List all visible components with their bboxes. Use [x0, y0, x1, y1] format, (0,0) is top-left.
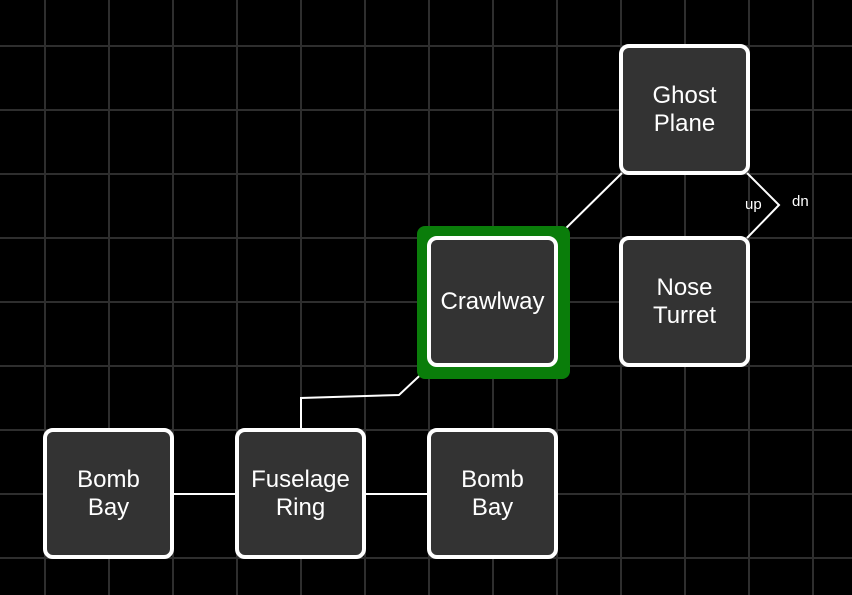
node-label-line: Fuselage [251, 465, 350, 493]
edge-crawlway-fuselage-ring[interactable] [300, 364, 432, 430]
node-label: Nose Turret [653, 274, 716, 330]
edge-label-dn: dn [792, 193, 809, 210]
node-label-line: Bay [87, 493, 130, 521]
node-label: Ghost Plane [652, 82, 716, 138]
node-label: Crawlway [440, 288, 544, 316]
node-label-line: Bay [471, 493, 514, 521]
node-label-line: Plane [653, 109, 716, 137]
node-label-line: Nose [656, 273, 713, 301]
node-label-line: Ghost [652, 81, 717, 109]
node-fuselage-ring[interactable]: Fuselage Ring [235, 428, 366, 559]
node-label-line: Bomb [461, 465, 524, 493]
node-label-line: Bomb [77, 465, 140, 493]
node-nose-turret[interactable]: Nose Turret [619, 236, 750, 367]
node-label-line: Turret [652, 301, 717, 329]
node-bomb-bay-right[interactable]: Bomb Bay [427, 428, 558, 559]
node-crawlway[interactable]: Crawlway [427, 236, 558, 367]
node-bomb-bay-left[interactable]: Bomb Bay [43, 428, 174, 559]
node-label-line: Crawlway [440, 287, 545, 315]
node-label: Fuselage Ring [251, 466, 350, 522]
node-label: Bomb Bay [77, 466, 140, 522]
node-label-line: Ring [275, 493, 326, 521]
node-ghost-plane[interactable]: Ghost Plane [619, 44, 750, 175]
node-label: Bomb Bay [461, 466, 524, 522]
edge-ghost-plane-nose-turret[interactable] [746, 172, 781, 239]
edge-label-up: up [745, 196, 762, 213]
